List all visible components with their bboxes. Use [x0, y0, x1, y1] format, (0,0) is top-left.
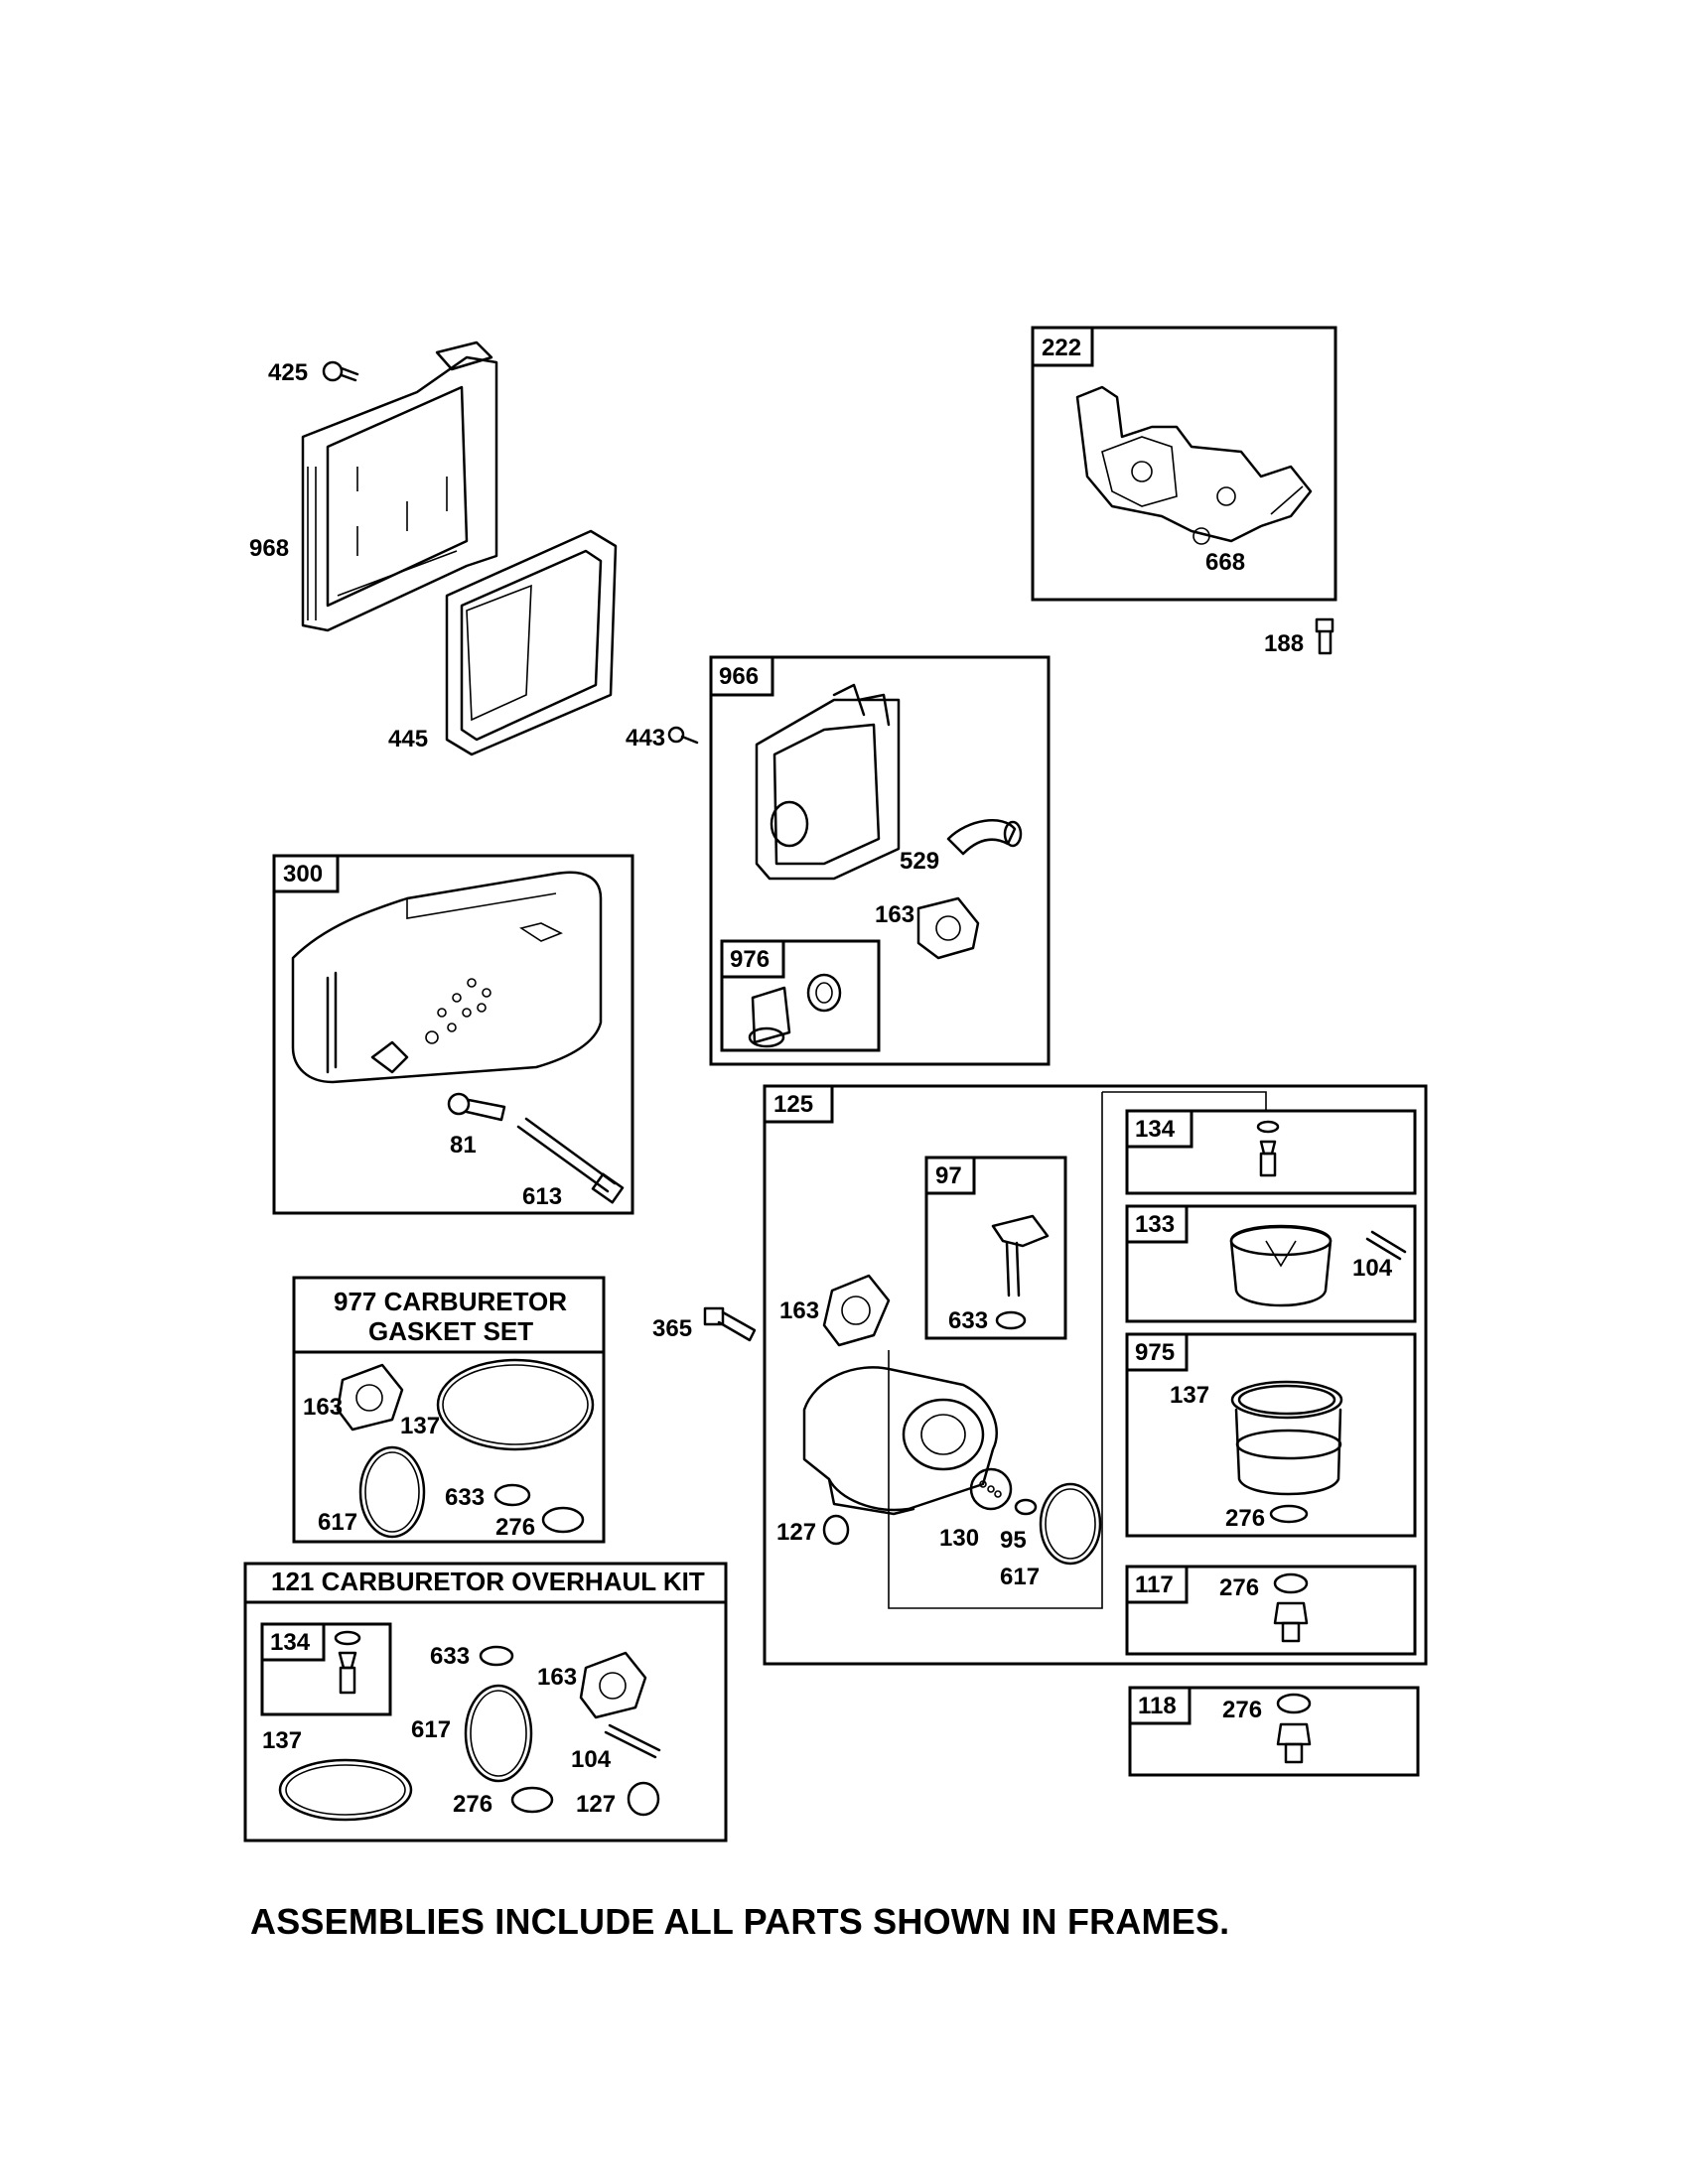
gasket-81-drawing	[447, 1092, 506, 1122]
callout-617-121: 617	[411, 1716, 451, 1743]
frame-222	[1031, 326, 1337, 602]
frame-118-number: 118	[1138, 1693, 1177, 1719]
frame-134-number: 134	[1135, 1116, 1176, 1143]
frame-966-number: 966	[719, 663, 759, 690]
callout-445: 445	[388, 726, 428, 752]
frame-117	[1125, 1565, 1417, 1656]
callout-276-121: 276	[453, 1791, 492, 1818]
control-bracket-drawing	[1075, 385, 1313, 545]
callout-163-121: 163	[537, 1664, 577, 1691]
screw-95-drawing	[1014, 1498, 1038, 1516]
carburetor-drawing	[802, 1091, 1267, 1609]
frame-977-gasket-set	[292, 1276, 606, 1544]
callout-365: 365	[652, 1315, 692, 1342]
gasket-set-parts-drawing	[336, 1358, 595, 1539]
callout-276-975: 276	[1225, 1505, 1265, 1532]
callout-95: 95	[1000, 1527, 1027, 1554]
plug-127-carb-drawing	[822, 1514, 850, 1546]
muffler-drawing	[291, 871, 603, 1084]
callout-633-977: 633	[445, 1484, 485, 1511]
float-bowl-975-drawing	[1230, 1380, 1343, 1524]
screw-365-drawing	[703, 1306, 757, 1342]
callout-81: 81	[450, 1132, 477, 1159]
screw-188-drawing	[1315, 617, 1334, 655]
callout-617-977: 617	[318, 1509, 357, 1536]
overhaul-kit-parts-drawing	[278, 1630, 661, 1822]
callout-163-966: 163	[875, 901, 914, 928]
callout-276-118: 276	[1222, 1697, 1262, 1723]
frame-125-number: 125	[773, 1091, 813, 1118]
callout-613: 613	[522, 1183, 562, 1210]
frame-97	[924, 1156, 1067, 1340]
bowl-nut-117-drawing	[1273, 1572, 1309, 1643]
frame-134-kit	[260, 1622, 392, 1716]
callout-127-carb: 127	[776, 1519, 816, 1546]
callout-127-121: 127	[576, 1791, 616, 1818]
callout-276-977: 276	[495, 1514, 535, 1541]
callout-130: 130	[939, 1525, 979, 1552]
gasket-set-title-line1: 977 CARBURETOR	[334, 1287, 567, 1316]
frame-134-kit-number: 134	[270, 1629, 311, 1656]
callout-617-carb: 617	[1000, 1564, 1040, 1590]
callout-633-121: 633	[430, 1643, 470, 1670]
frame-134-needle	[1125, 1109, 1417, 1195]
gasket-163-carb-drawing	[822, 1274, 891, 1347]
bushing-976-drawing	[748, 973, 842, 1048]
callout-633-97: 633	[948, 1307, 988, 1334]
callout-137-977: 137	[400, 1413, 440, 1439]
callout-529: 529	[900, 848, 939, 875]
float-133-drawing	[1229, 1224, 1407, 1307]
frame-118	[1128, 1686, 1420, 1777]
air-cleaner-base-drawing	[755, 683, 901, 881]
callout-668: 668	[1205, 549, 1245, 576]
frame-975	[1125, 1332, 1417, 1538]
air-filter-drawing	[445, 529, 618, 756]
callout-188: 188	[1264, 630, 1304, 657]
assemblies-footnote: ASSEMBLIES INCLUDE ALL PARTS SHOWN IN FR…	[250, 1901, 1230, 1942]
frame-133-number: 133	[1135, 1211, 1175, 1238]
callout-163-carb: 163	[779, 1297, 819, 1324]
frame-121-overhaul-kit	[243, 1562, 728, 1843]
pipe-613-drawing	[516, 1117, 625, 1204]
frame-975-number: 975	[1135, 1339, 1175, 1366]
callout-443: 443	[626, 725, 665, 751]
throttle-shaft-drawing	[991, 1214, 1050, 1330]
frame-976	[720, 939, 881, 1052]
overhaul-kit-title: 121 CARBURETOR OVERHAUL KIT	[271, 1567, 705, 1596]
frame-976-number: 976	[730, 946, 770, 973]
frame-300	[272, 854, 634, 1215]
screw-443-drawing	[667, 726, 699, 745]
breather-tube-529-drawing	[946, 819, 1023, 856]
frame-222-number: 222	[1042, 335, 1081, 361]
callout-104-121: 104	[571, 1746, 612, 1773]
callout-276-117: 276	[1219, 1574, 1259, 1601]
frame-966	[709, 655, 1051, 1066]
diaphragm-130-drawing	[969, 1467, 1013, 1511]
callout-104-133: 104	[1352, 1255, 1393, 1282]
frame-117-number: 117	[1135, 1571, 1174, 1598]
needle-134-drawing	[1256, 1120, 1280, 1177]
frame-300-number: 300	[283, 861, 323, 887]
callout-425: 425	[268, 359, 308, 386]
callout-968: 968	[249, 535, 289, 562]
gasket-set-title-line2: GASKET SET	[368, 1316, 533, 1346]
frame-97-number: 97	[935, 1162, 962, 1189]
bowl-nut-118-drawing	[1276, 1693, 1312, 1764]
callout-163-977: 163	[303, 1394, 343, 1421]
frame-133	[1125, 1204, 1417, 1323]
callout-137-975: 137	[1170, 1382, 1209, 1409]
callout-137-121: 137	[262, 1727, 302, 1754]
gasket-163-drawing	[916, 896, 980, 960]
air-cleaner-cover-drawing	[301, 341, 498, 632]
bolt-425-drawing	[322, 360, 359, 382]
frame-125	[763, 1084, 1428, 1666]
oring-617-carb-drawing	[1039, 1482, 1102, 1566]
